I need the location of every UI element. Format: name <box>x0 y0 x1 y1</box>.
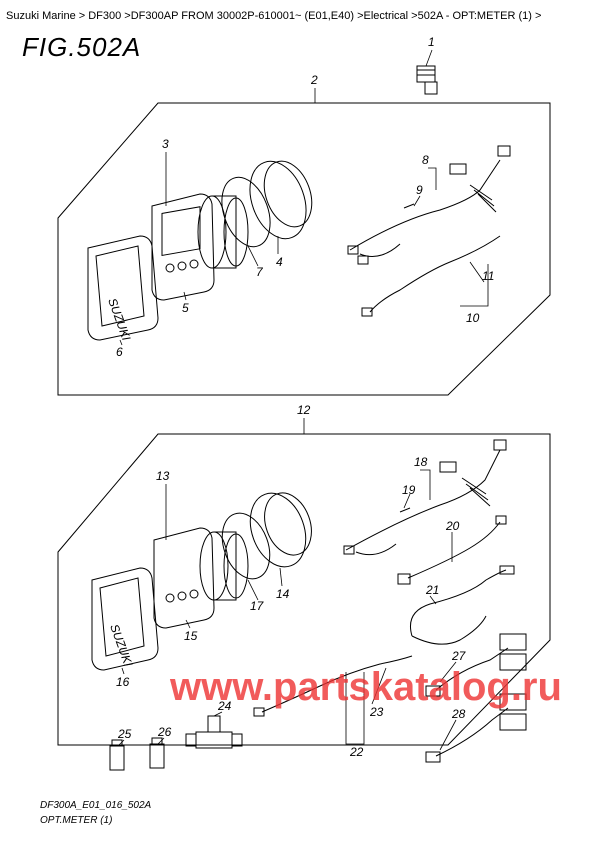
gauge-housing-lower <box>199 531 249 601</box>
callout-21: 21 <box>425 583 439 597</box>
kit-box-upper <box>57 102 551 396</box>
cable-20 <box>397 515 507 585</box>
terminator-26 <box>149 737 165 769</box>
gauge-cover-lower <box>91 567 159 671</box>
callout-9: 9 <box>416 183 423 197</box>
callout-12: 12 <box>297 403 311 417</box>
part-plug <box>416 65 438 95</box>
callout-numbers: 1 2 3 4 5 6 7 8 9 10 11 12 13 14 15 16 1… <box>116 35 494 759</box>
callout-14: 14 <box>276 587 290 601</box>
callout-13: 13 <box>156 469 170 483</box>
cable-upper <box>361 235 501 317</box>
diagram-code: DF300A_E01_016_502A <box>40 800 152 811</box>
o-ring-upper <box>221 176 271 248</box>
leader-lines <box>117 49 489 751</box>
terminator-25 <box>109 739 125 771</box>
t-connector <box>185 715 243 749</box>
gauge-logo-lower: SUZUKI <box>107 622 135 669</box>
callout-27: 27 <box>451 649 467 663</box>
callout-23: 23 <box>369 705 384 719</box>
harness-upper <box>347 145 511 265</box>
callout-19: 19 <box>402 483 416 497</box>
callout-1: 1 <box>428 35 435 49</box>
cable-22 <box>253 655 413 717</box>
o-ring-lower <box>221 512 271 580</box>
callout-8: 8 <box>422 153 429 167</box>
gauge-body-lower <box>153 527 215 629</box>
figure-title: FIG.502A <box>22 32 142 62</box>
callout-17: 17 <box>250 599 265 613</box>
callout-3: 3 <box>162 137 169 151</box>
cable-21 <box>410 565 515 645</box>
callout-26: 26 <box>157 725 172 739</box>
callout-7: 7 <box>256 265 264 279</box>
callout-16: 16 <box>116 675 130 689</box>
gauge-cover-upper <box>87 235 159 341</box>
gauge-body-upper <box>151 193 215 301</box>
harness-lower <box>343 439 507 556</box>
callout-24: 24 <box>217 699 232 713</box>
callout-25: 25 <box>117 727 132 741</box>
diagram-caption: OPT.METER (1) <box>40 815 113 826</box>
callout-4: 4 <box>276 255 283 269</box>
nut-lower <box>249 492 312 568</box>
callout-18: 18 <box>414 455 428 469</box>
callout-28: 28 <box>451 707 466 721</box>
callout-20: 20 <box>445 519 460 533</box>
watermark: www.partskatalog.ru <box>169 665 562 709</box>
nut-upper <box>249 160 313 240</box>
screw-lower <box>399 507 411 513</box>
callout-2: 2 <box>310 73 318 87</box>
callout-5: 5 <box>182 301 189 315</box>
callout-22: 22 <box>349 745 364 759</box>
callout-10: 10 <box>466 311 480 325</box>
adapter-27 <box>425 633 527 697</box>
breadcrumb[interactable]: Suzuki Marine > DF300 >DF300AP FROM 3000… <box>6 10 542 22</box>
adapter-28 <box>425 693 527 763</box>
gauge-housing-upper <box>197 195 249 269</box>
kit-box-lower <box>57 433 551 746</box>
callout-11: 11 <box>482 269 494 283</box>
callout-6: 6 <box>116 345 123 359</box>
callout-15: 15 <box>184 629 198 643</box>
screw-upper <box>403 203 415 209</box>
